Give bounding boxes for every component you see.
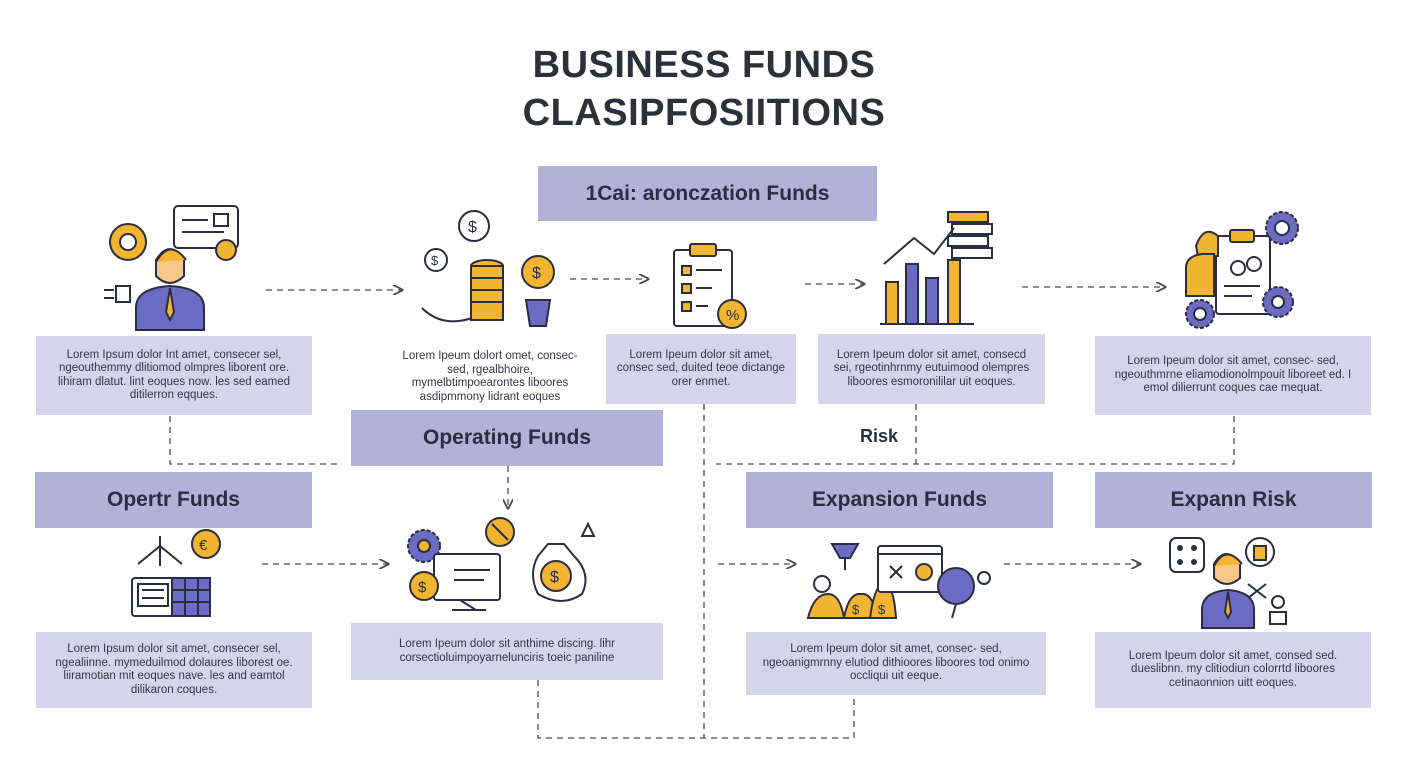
svg-text:$: $ xyxy=(431,253,439,268)
text-box-r1c5: Lorem Ipeum dolor sit amet, consec- sed,… xyxy=(1095,336,1371,415)
header-opertr-funds: Opertr Funds xyxy=(35,472,312,528)
text-box-r1c4: Lorem Ipeum dolor sit amet, consecd sei,… xyxy=(818,334,1045,404)
header-expann-risk: Expann Risk xyxy=(1095,472,1372,528)
investment-tools-icon: $ $ xyxy=(806,543,991,619)
text-box-r2c1: Lorem Ipsum dolor sit amet, consecer sel… xyxy=(36,632,312,708)
text-box-r2c2: Lorem Ipeum dolor sit anthime discing. l… xyxy=(351,623,663,680)
coins-stack-icon: $ $ $ xyxy=(421,210,555,327)
analyst-gears-icon xyxy=(1185,211,1299,329)
text-r1c2: Lorem Ipeum dolort omet, consec- sed, rg… xyxy=(402,350,578,403)
text-box-r1c3: Lorem Ipeum dolor sit amet, consec sed, … xyxy=(606,334,796,404)
svg-text:$: $ xyxy=(550,569,559,586)
businessman-risk-icon xyxy=(1169,537,1287,629)
computer-money-bag-icon: $ $ xyxy=(407,517,596,611)
text-box-r1c1: Lorem Ipsum dolor Int amet, consecer sel… xyxy=(36,336,312,415)
svg-text:$: $ xyxy=(418,579,427,596)
svg-text:$: $ xyxy=(878,602,886,617)
svg-text:€: € xyxy=(199,537,208,554)
header-operating-funds: Operating Funds xyxy=(351,410,663,466)
payment-terminal-icon: € xyxy=(131,529,221,617)
customer-service-person-icon xyxy=(104,205,239,331)
checklist-clipboard-icon: % xyxy=(673,243,747,329)
text-box-r2c4: Lorem Ipeum dolor sit amet, consed sed. … xyxy=(1095,632,1371,708)
svg-text:$: $ xyxy=(468,219,477,236)
svg-text:$: $ xyxy=(852,602,860,617)
header-top-funds: 1Cai: aronczation Funds xyxy=(538,166,877,221)
page-subtitle: CLASIPFOSIITIONS xyxy=(522,92,886,134)
page-title: BUSINESS FUNDS xyxy=(532,44,876,86)
bar-chart-growth-icon xyxy=(880,211,993,325)
header-expansion-funds: Expansion Funds xyxy=(746,472,1053,528)
svg-text:$: $ xyxy=(532,265,541,282)
text-box-r2c3: Lorem Ipeum dolor sit amet, consec- sed,… xyxy=(746,632,1046,695)
label-risk: Risk xyxy=(860,426,899,446)
svg-text:%: % xyxy=(726,307,739,324)
